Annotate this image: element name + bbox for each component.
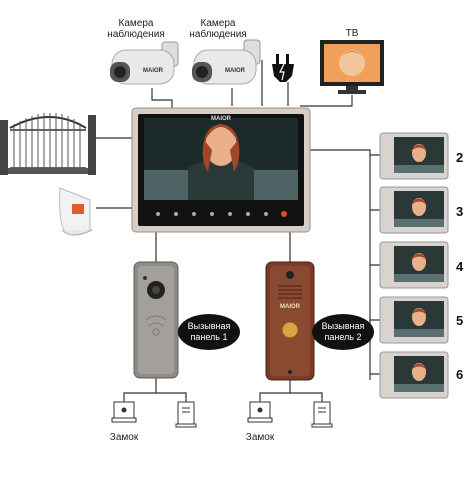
panel2-bubble: Вызывная панель 2 [312, 314, 374, 350]
tv-label: ТВ [345, 28, 359, 39]
wire-lock2 [259, 380, 291, 402]
gate-icon [0, 113, 96, 175]
monitor-number-6: 6 [456, 367, 464, 382]
extra-monitor-3 [379, 186, 449, 234]
call-panel1-icon [133, 261, 179, 379]
power-supply1-icon [175, 401, 197, 428]
extra-monitor-4 [379, 241, 449, 289]
wire-camera1 [151, 88, 173, 112]
tv-icon [320, 40, 384, 94]
power-supply2-icon [311, 401, 333, 428]
lock2-icon [247, 401, 273, 423]
wire-tv [300, 95, 353, 107]
panel2-brand: MAIOR [280, 304, 300, 310]
monitor-number-5: 5 [456, 313, 464, 328]
motion-sensor-icon [59, 187, 93, 236]
main-monitor [131, 107, 311, 233]
wire-monitors-trunk [310, 149, 371, 380]
camera2-icon [192, 39, 261, 85]
extra-monitor-5 [379, 296, 449, 344]
panel1-bubble: Вызывная панель 1 [178, 314, 240, 350]
lock1-icon [111, 401, 137, 423]
camera2-label: Камера наблюдения [189, 18, 247, 40]
call-panel2-icon [265, 261, 315, 381]
lock2-label: Замок [245, 432, 275, 443]
wire-lock1-b [156, 392, 187, 402]
camera1-label: Камера наблюдения [107, 18, 165, 40]
extra-monitor-2 [379, 132, 449, 180]
extra-monitor-6 [379, 351, 449, 399]
camera1-brand: MAIOR [143, 68, 163, 74]
monitor-number-2: 2 [456, 150, 464, 165]
camera1-icon [110, 41, 179, 85]
wire-lock1 [123, 378, 157, 402]
camera2-brand: MAIOR [225, 68, 245, 74]
extra-monitors [379, 132, 449, 399]
lock1-label: Замок [109, 432, 139, 443]
wire-lock2-b [290, 392, 323, 402]
power-plug-icon [272, 54, 294, 82]
monitor-number-3: 3 [456, 204, 464, 219]
monitor-number-4: 4 [456, 259, 464, 274]
monitor-brand: MAIOR [211, 116, 231, 122]
